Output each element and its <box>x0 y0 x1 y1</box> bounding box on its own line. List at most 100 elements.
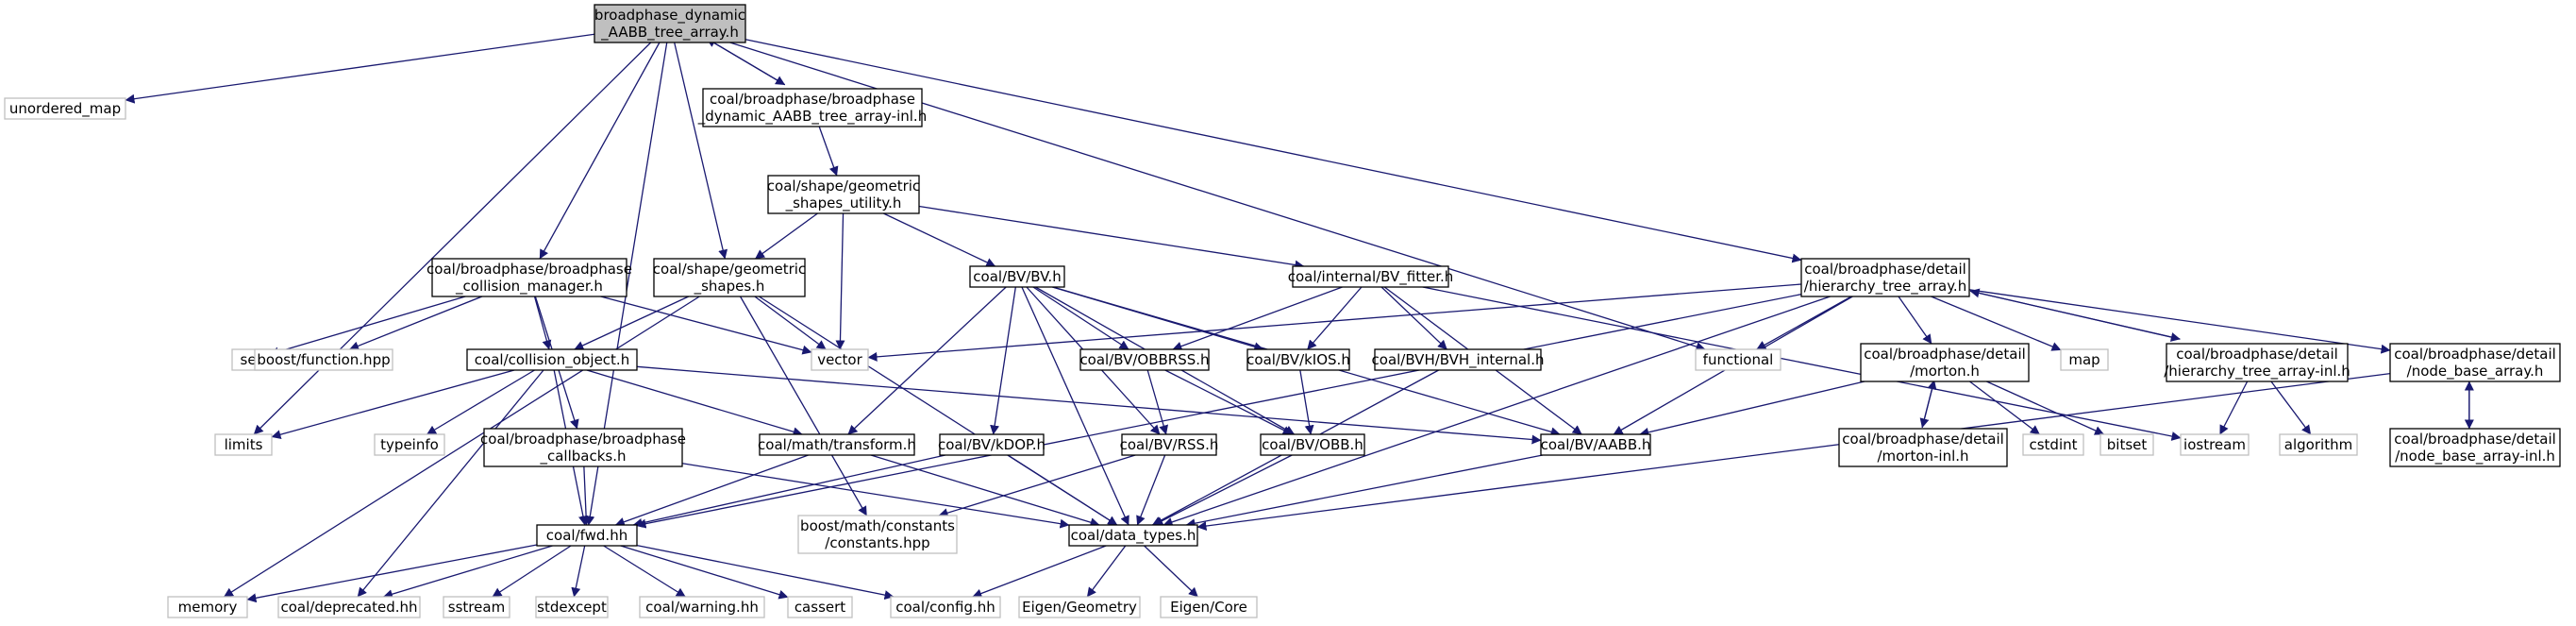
node-inl[interactable]: coal/broadphase/broadphase_dynamic_AABB_… <box>697 88 927 127</box>
node-box <box>1160 596 1258 618</box>
node-node-base-inl[interactable]: coal/broadphase/detail/node_base_array-i… <box>2389 428 2561 467</box>
edge-collision_manager-to-set <box>269 296 466 357</box>
node-transform[interactable]: coal/math/transform.h <box>758 433 916 456</box>
node-aabb[interactable]: coal/BV/AABB.h <box>1540 433 1651 456</box>
node-label: coal/broadphase/detail <box>2394 346 2556 363</box>
node-kios[interactable]: coal/BV/kIOS.h <box>1246 348 1350 371</box>
node-box <box>214 433 273 456</box>
node-data-types[interactable]: coal/data_types.h <box>1068 524 1198 547</box>
edge-fwd-to-warning <box>603 545 686 598</box>
node-box <box>1121 433 1217 456</box>
node-label: _collision_manager.h <box>455 278 603 296</box>
node-box <box>939 433 1045 456</box>
node-box <box>653 258 806 297</box>
edge-kdop-to-fwd <box>632 454 945 528</box>
node-label: _AABB_tree_array.h <box>600 24 739 42</box>
edge-root-to-hierarchy <box>744 39 1802 263</box>
node-label: broadphase_dynamic <box>594 7 745 25</box>
node-geom-util[interactable]: coal/shape/geometric_shapes_utility.h <box>767 175 920 214</box>
node-label: unordered_map <box>9 100 121 118</box>
node-bv-fitter[interactable]: coal/internal/BV_fitter.h <box>1288 265 1454 288</box>
node-stdexcept: stdexcept <box>535 596 609 618</box>
node-label: coal/BV/RSS.h <box>1120 436 1219 453</box>
node-boost-constants: boost/math/constants/constants.hpp <box>797 515 958 554</box>
node-hierarchy[interactable]: coal/broadphase/detail/hierarchy_tree_ar… <box>1800 258 1970 297</box>
edge-callbacks-to-data_types <box>681 463 1070 529</box>
node-label: iostream <box>2183 436 2246 453</box>
node-label: boost/math/constants <box>800 517 955 534</box>
edge-collision_object-to-aabb <box>636 365 1542 445</box>
edge-geom_util-to-bv_fitter <box>918 205 1305 270</box>
edge-hierarchy-to-map <box>1931 296 2062 351</box>
edge-collision_object-to-limits <box>271 369 515 440</box>
node-label: coal/BV/OBB.h <box>1262 436 1363 453</box>
edge-bv-to-obbrss <box>1032 286 1129 350</box>
node-label: coal/deprecated.hh <box>280 599 417 616</box>
edge-hierarchy-to-vector <box>867 283 1802 362</box>
node-sstream: sstream <box>443 596 510 618</box>
node-label: /morton.h <box>1910 363 1980 380</box>
node-kdop[interactable]: coal/BV/kDOP.h <box>938 433 1045 456</box>
edge-fwd-to-stdexcept <box>571 545 586 598</box>
node-box <box>483 428 683 467</box>
edge-collision_object-to-transform <box>586 369 803 437</box>
node-obb[interactable]: coal/BV/OBB.h <box>1260 433 1365 456</box>
node-label: _callbacks.h <box>539 448 626 465</box>
node-box <box>2279 433 2358 456</box>
edge-geom_util-to-geom_shapes <box>755 212 818 260</box>
node-config: coal/config.hh <box>890 596 1001 618</box>
node-rss[interactable]: coal/BV/RSS.h <box>1120 433 1219 456</box>
node-bvh-internal[interactable]: coal/BVH/BVH_internal.h <box>1372 348 1545 371</box>
node-label: _shapes_utility.h <box>785 195 902 212</box>
edge-collision_object-to-deprecated <box>357 369 544 598</box>
node-box <box>443 596 510 618</box>
node-box <box>535 596 609 618</box>
node-label: _shapes.h <box>694 278 765 296</box>
node-morton-inl[interactable]: coal/broadphase/detail/morton-inl.h <box>1838 428 2008 467</box>
edge-fwd-to-sstream <box>492 545 572 598</box>
node-label: cassert <box>795 599 845 616</box>
edge-fwd-to-cassert <box>620 545 789 600</box>
edge-hierarchy-to-node_base <box>1968 289 2391 354</box>
node-box <box>759 433 915 456</box>
node-box <box>466 348 638 371</box>
node-label: memory <box>178 599 238 616</box>
node-label: coal/collision_object.h <box>475 351 629 369</box>
node-label: coal/BV/kDOP.h <box>938 436 1045 453</box>
node-geom-shapes[interactable]: coal/shape/geometric_shapes.h <box>653 258 806 297</box>
edge-obbrss-to-obb <box>1164 369 1293 435</box>
edge-bv-to-kdop <box>990 286 1016 435</box>
edge-rss-to-boost_constants <box>938 454 1136 517</box>
node-box <box>2389 428 2561 467</box>
edge-geom_util-to-bv <box>883 212 996 267</box>
node-hier-inl[interactable]: coal/broadphase/detail/hierarchy_tree_ar… <box>2164 343 2350 382</box>
node-label: coal/BV/BV.h <box>973 268 1061 285</box>
node-node-base[interactable]: coal/broadphase/detail/node_base_array.h <box>2389 343 2561 382</box>
node-fwd[interactable]: coal/fwd.hh <box>536 524 638 547</box>
node-obbrss[interactable]: coal/BV/OBBRSS.h <box>1079 348 1210 371</box>
node-bv[interactable]: coal/BV/BV.h <box>969 265 1065 288</box>
node-label: /hierarchy_tree_array-inl.h <box>2164 363 2350 381</box>
node-label: coal/math/transform.h <box>758 436 916 453</box>
edge-node_base-to-data_types <box>1196 372 2391 531</box>
node-label: coal/internal/BV_fitter.h <box>1288 268 1454 286</box>
node-morton[interactable]: coal/broadphase/detail/morton.h <box>1860 343 2030 382</box>
node-typeinfo: typeinfo <box>374 433 445 456</box>
edge-geom_util-to-vector <box>835 212 845 350</box>
node-collision-object[interactable]: coal/collision_object.h <box>466 348 638 371</box>
node-collision-manager[interactable]: coal/broadphase/broadphase_collision_man… <box>427 258 632 297</box>
node-box <box>1068 524 1198 547</box>
node-callbacks[interactable]: coal/broadphase/broadphase_callbacks.h <box>480 428 686 467</box>
node-eigen-core: Eigen/Core <box>1160 596 1258 618</box>
node-box <box>277 596 421 618</box>
node-root[interactable]: broadphase_dynamic_AABB_tree_array.h <box>594 4 746 43</box>
node-box <box>2060 348 2109 371</box>
node-label: boost/function.hpp <box>257 351 390 368</box>
node-vector: vector <box>811 348 869 371</box>
edge-transform-to-data_types <box>870 454 1100 528</box>
edge-transform-to-fwd <box>614 454 809 527</box>
edge-bv-to-transform <box>847 286 1007 435</box>
edge-obbrss-to-rss <box>1146 369 1168 435</box>
node-eigen-geometry: Eigen/Geometry <box>1018 596 1141 618</box>
